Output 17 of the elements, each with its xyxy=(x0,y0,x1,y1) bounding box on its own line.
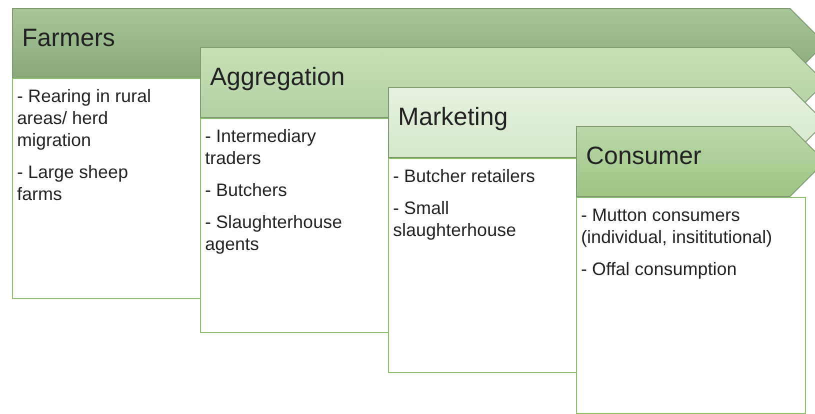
list-item: - Small slaughterhouse xyxy=(393,197,518,241)
stage-panel xyxy=(576,197,806,414)
stage-title: Marketing xyxy=(398,103,508,132)
stage-panel xyxy=(12,78,201,299)
list-item: - Rearing in rural areas/ herd migration xyxy=(17,85,152,151)
list-item: - Mutton consumers (individual, insititutional) xyxy=(581,204,774,248)
stage-panel xyxy=(388,158,577,373)
list-item: - Offal consumption xyxy=(581,258,738,280)
list-item: - Butcher retailers xyxy=(393,165,536,187)
list-item: - Butchers xyxy=(205,179,288,201)
list-item: - Intermediary traders xyxy=(205,125,318,169)
stage-panel xyxy=(200,118,389,333)
list-item: - Slaughterhouse agents xyxy=(205,211,344,255)
stage-title: Farmers xyxy=(22,24,116,53)
stage-title: Aggregation xyxy=(210,63,345,92)
list-item: - Large sheep farms xyxy=(17,161,130,205)
stage-title: Consumer xyxy=(586,142,702,171)
